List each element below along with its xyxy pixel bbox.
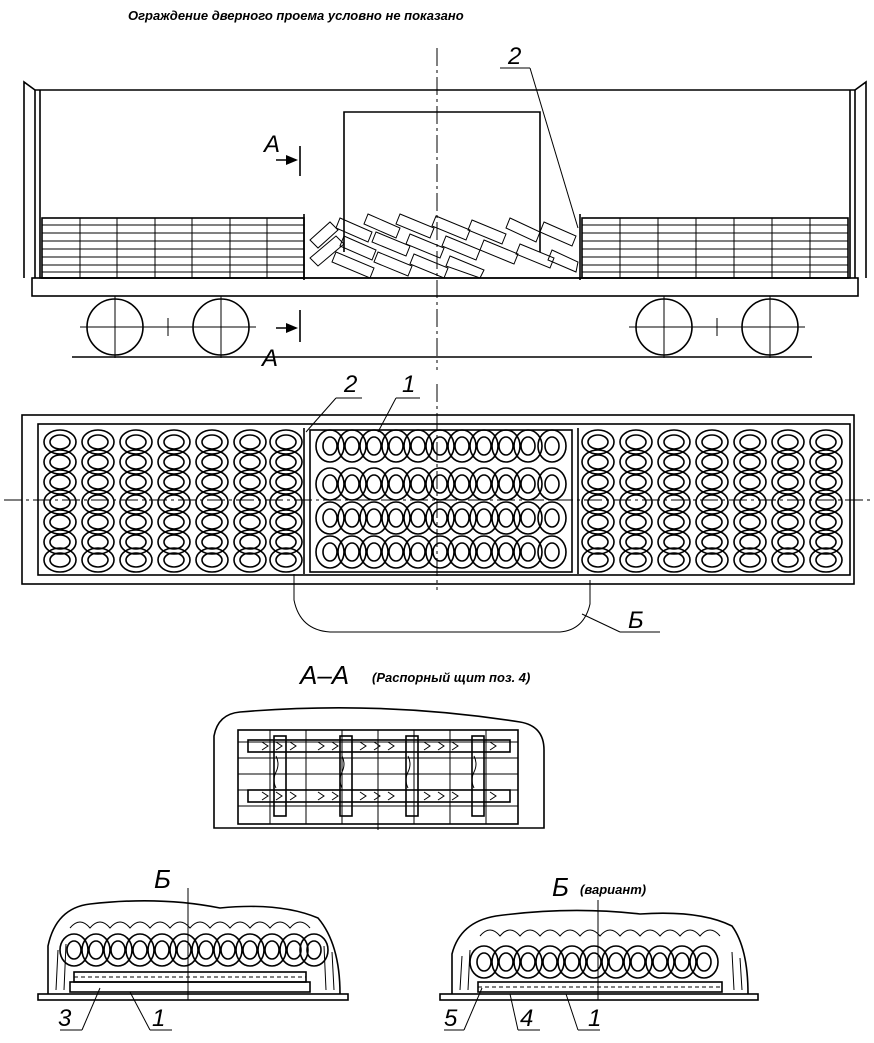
section-a-a: А–А (Распорный щит поз. 4)	[213, 660, 545, 830]
section-mark-bottom: А	[260, 345, 278, 372]
detail-b-title: Б	[154, 864, 171, 894]
right-tire-stack	[581, 217, 849, 279]
detail-b: Б 3 1	[37, 864, 349, 1032]
callout-variant-1: 1	[588, 1005, 601, 1032]
drawing-note: Ограждение дверного проема условно не по…	[128, 8, 464, 23]
callout-plan-1: 1	[402, 371, 415, 398]
section-title-sub: (Распорный щит поз. 4)	[372, 670, 530, 685]
section-mark-top: А	[262, 131, 280, 158]
callout-variant-5: 5	[444, 1005, 458, 1032]
right-bogie	[629, 296, 805, 358]
middle-tire-field	[315, 429, 567, 569]
detail-b-variant: Б (вариант) 5 4 1	[439, 872, 759, 1032]
wagon-side-view: А А 2	[23, 43, 867, 372]
detail-variant-sub: (вариант)	[580, 882, 646, 897]
callout-detail-3: 3	[58, 1005, 72, 1032]
callout-variant-4: 4	[520, 1005, 533, 1032]
left-tire-stack	[41, 217, 305, 279]
left-bogie	[80, 296, 256, 358]
callout-plan-B: Б	[628, 607, 644, 634]
detail-variant-title: Б	[552, 872, 569, 902]
callout-plan-2: 2	[343, 371, 357, 398]
callout-side-2: 2	[507, 43, 521, 70]
right-tire-field	[581, 429, 843, 573]
callout-detail-1: 1	[152, 1005, 165, 1032]
wagon-plan-view: Б 2 1	[4, 371, 870, 634]
middle-leaning-tires	[309, 213, 579, 279]
left-tire-field	[43, 429, 303, 573]
section-title-main: А–А	[298, 660, 349, 690]
